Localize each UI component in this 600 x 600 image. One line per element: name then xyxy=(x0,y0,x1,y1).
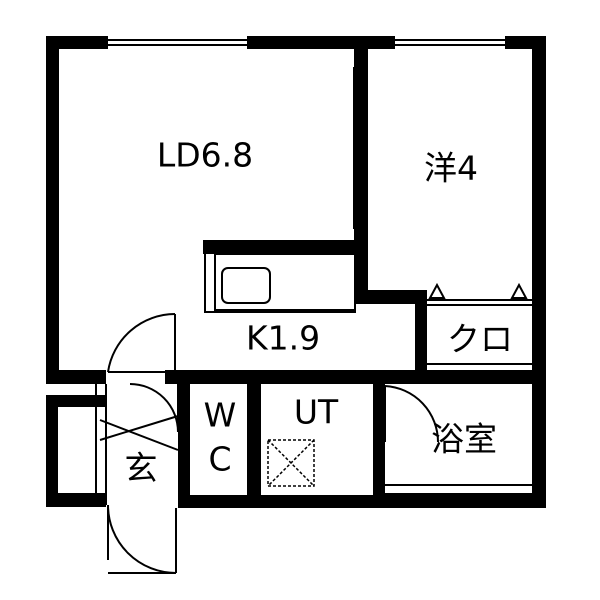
label-western-room: 洋4 xyxy=(424,149,478,188)
label-living-dining: LD6.8 xyxy=(157,136,253,175)
room-labels: LD6.8 洋4 K1.9 クロ W C UT 浴室 玄 xyxy=(125,136,514,488)
label-closet: クロ xyxy=(447,320,513,359)
label-toilet-c: C xyxy=(208,440,231,479)
label-entrance: 玄 xyxy=(125,449,158,488)
label-bathroom: 浴室 xyxy=(431,420,497,459)
fixtures xyxy=(95,39,532,574)
label-utility: UT xyxy=(294,393,339,432)
walls xyxy=(46,36,546,508)
label-kitchen: K1.9 xyxy=(246,319,320,358)
label-toilet-w: W xyxy=(204,396,237,435)
